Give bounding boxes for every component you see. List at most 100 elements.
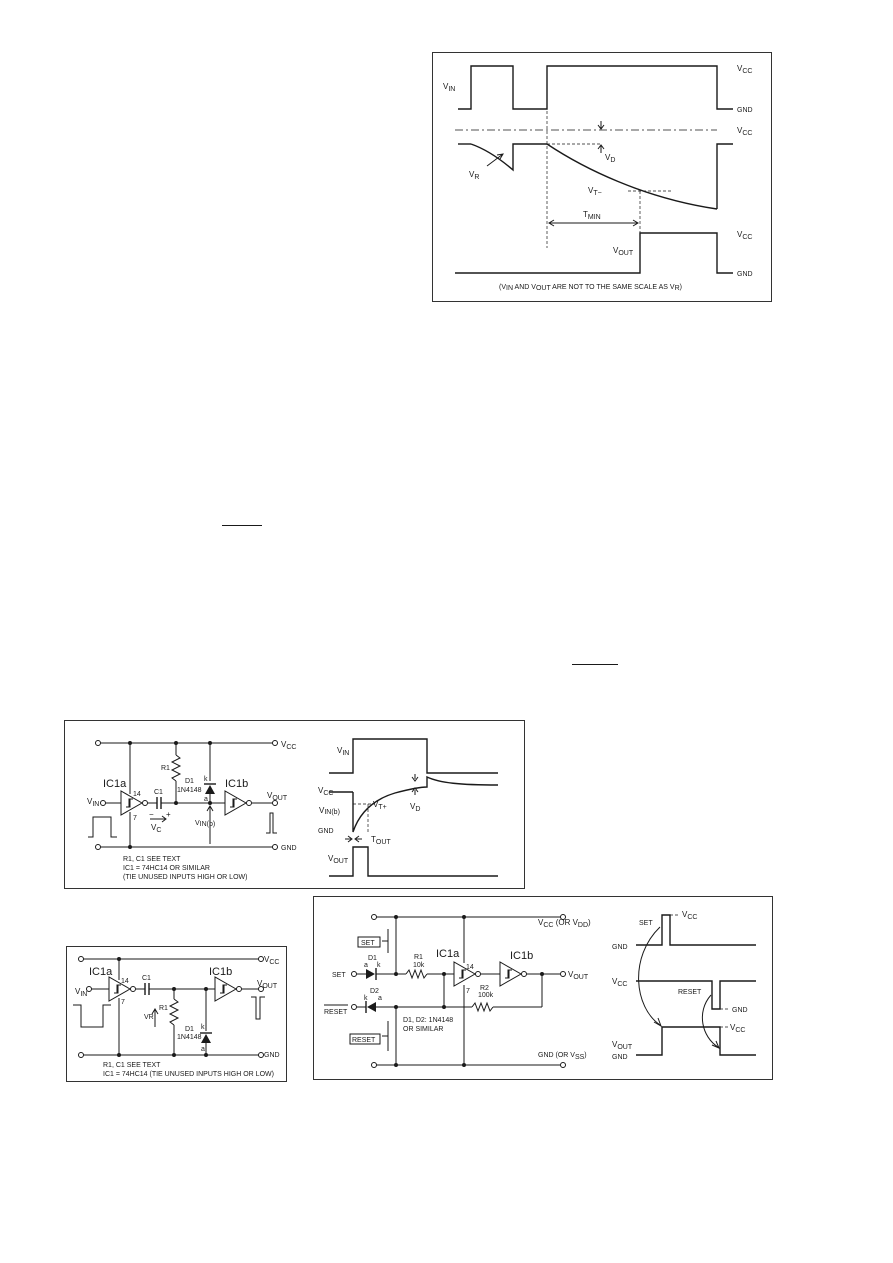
- svg-text:1N4148: 1N4148: [177, 787, 202, 794]
- svg-text:SET: SET: [332, 972, 346, 979]
- svg-text:TOUT: TOUT: [371, 835, 391, 846]
- svg-text:R1: R1: [159, 1005, 168, 1012]
- ic1b-gate: [224, 790, 248, 816]
- svg-text:7: 7: [466, 988, 470, 995]
- svg-text:RESET: RESET: [678, 989, 702, 996]
- reset-button-label: RESET: [352, 1037, 376, 1044]
- svg-text:VC: VC: [151, 823, 161, 834]
- svg-text:R1, C1 SEE TEXT: R1, C1 SEE TEXT: [103, 1062, 161, 1069]
- svg-text:a: a: [364, 962, 368, 969]
- svg-text:GND: GND: [612, 1054, 628, 1061]
- svg-text:VIN: VIN: [75, 987, 87, 998]
- mid-vin-waveform: [329, 738, 498, 774]
- svg-text:a: a: [201, 1046, 205, 1053]
- svg-text:VOUT: VOUT: [267, 791, 288, 802]
- svg-text:14: 14: [466, 964, 474, 971]
- svg-text:7: 7: [133, 815, 137, 822]
- svg-text:R1: R1: [161, 765, 170, 772]
- svg-text:VT−: VT−: [588, 186, 602, 197]
- vr-decay-curve: [546, 143, 718, 210]
- svg-text:D1: D1: [185, 1026, 194, 1033]
- svg-text:k: k: [364, 995, 368, 1002]
- svg-text:1N4148: 1N4148: [177, 1034, 202, 1041]
- svg-text:VIN: VIN: [443, 82, 455, 93]
- timing-diagram: VCC GND VCC VCC GND VIN VR VD VT− TMIN V…: [443, 64, 753, 292]
- svg-text:(VIN AND VOUT ARE NOT TO THE S: (VIN AND VOUT ARE NOT TO THE SAME SCALE …: [499, 284, 682, 292]
- svg-text:VCC: VCC: [737, 64, 752, 75]
- svg-text:IC1a: IC1a: [89, 966, 113, 978]
- negative-pulse-circuit: VCC GND IC1a 14 7 VIN C1 R1 VR D1 1N4148…: [73, 955, 280, 1078]
- overline-rule-2: [572, 664, 618, 665]
- svg-text:OR SIMILAR: OR SIMILAR: [403, 1026, 443, 1033]
- svg-text:k: k: [377, 962, 381, 969]
- svg-text:VCC: VCC: [318, 786, 333, 797]
- svg-text:D2: D2: [370, 988, 379, 995]
- br-d1-diode: [366, 969, 375, 979]
- br-vout-waveform: [636, 1026, 756, 1056]
- svg-text:GND: GND: [264, 1052, 280, 1059]
- svg-text:TMIN: TMIN: [583, 210, 601, 221]
- svg-text:a: a: [378, 995, 382, 1002]
- svg-text:−: −: [149, 810, 154, 819]
- svg-text:R1: R1: [414, 954, 423, 961]
- pulse-detector-circuit: VCC GND IC1a 14 7 VIN C1 − + VC R1 D1 1N…: [87, 738, 499, 881]
- svg-text:C1: C1: [154, 789, 163, 796]
- svg-text:IC1b: IC1b: [225, 778, 248, 790]
- svg-text:C1: C1: [142, 975, 151, 982]
- svg-text:D1: D1: [185, 778, 194, 785]
- svg-text:VOUT: VOUT: [328, 854, 349, 865]
- svg-text:VT+: VT+: [373, 800, 387, 811]
- svg-text:14: 14: [133, 791, 141, 798]
- br-reset-waveform: [636, 980, 756, 1010]
- bl-d1-diode: [201, 1034, 211, 1043]
- overline-rule-1: [222, 525, 262, 526]
- negative-pulse-panel: VCC GND IC1a 14 7 VIN C1 R1 VR D1 1N4148…: [66, 946, 287, 1082]
- svg-text:VCC: VCC: [730, 1023, 745, 1034]
- br-set-waveform: [636, 914, 756, 946]
- set-reset-circuit: VCC (OR VDD) GND (OR VSS) SET SET D1 a k…: [324, 910, 756, 1068]
- svg-text:VD: VD: [410, 802, 420, 813]
- bl-r1-resistor: [168, 998, 180, 1026]
- svg-text:GND: GND: [281, 845, 297, 852]
- set-to-vout-arrow: [638, 926, 661, 1026]
- svg-text:GND: GND: [737, 271, 753, 278]
- svg-text:GND: GND: [732, 1007, 748, 1014]
- mid-vinb-waveform: [352, 775, 499, 833]
- set-reset-panel: VCC (OR VDD) GND (OR VSS) SET SET D1 a k…: [313, 896, 773, 1080]
- svg-text:IC1 = 74HC14 OR SIMILAR: IC1 = 74HC14 OR SIMILAR: [123, 865, 210, 872]
- svg-text:VCC: VCC: [281, 740, 296, 751]
- svg-text:+: +: [166, 810, 171, 819]
- svg-text:GND: GND: [737, 107, 753, 114]
- svg-text:GND: GND: [318, 828, 334, 835]
- svg-text:14: 14: [121, 978, 129, 985]
- svg-text:10k: 10k: [413, 962, 425, 969]
- svg-text:D1, D2: 1N4148: D1, D2: 1N4148: [403, 1017, 453, 1024]
- pulse-detector-panel: VCC GND IC1a 14 7 VIN C1 − + VC R1 D1 1N…: [64, 720, 525, 889]
- set-button-label: SET: [361, 940, 375, 947]
- vin-waveform: [458, 65, 733, 110]
- timing-diagram-panel: VCC GND VCC VCC GND VIN VR VD VT− TMIN V…: [432, 52, 772, 302]
- br-r2-resistor: [471, 1001, 494, 1013]
- mid-vout-waveform: [329, 846, 498, 877]
- svg-text:VIN: VIN: [87, 797, 99, 808]
- svg-text:IC1b: IC1b: [209, 966, 232, 978]
- svg-text:R1, C1 SEE TEXT: R1, C1 SEE TEXT: [123, 856, 181, 863]
- svg-text:RESET: RESET: [324, 1009, 348, 1016]
- svg-text:GND (OR VSS): GND (OR VSS): [538, 1052, 587, 1061]
- br-ic1a-gate: [453, 961, 477, 987]
- svg-text:VIN(b): VIN(b): [319, 806, 340, 816]
- svg-text:k: k: [204, 776, 208, 783]
- vout-waveform: [455, 232, 733, 274]
- br-d2-diode: [367, 1002, 376, 1012]
- svg-text:VR: VR: [144, 1014, 154, 1021]
- svg-text:IC1 = 74HC14 (TIE UNUSED INPUT: IC1 = 74HC14 (TIE UNUSED INPUTS HIGH OR …: [103, 1071, 274, 1078]
- svg-text:VOUT: VOUT: [568, 970, 589, 981]
- svg-text:VIN(b): VIN(b): [195, 820, 215, 828]
- br-ic1b-gate: [499, 961, 523, 987]
- svg-text:VIN: VIN: [337, 746, 349, 757]
- svg-text:VCC: VCC: [682, 910, 697, 921]
- d1-diode: [205, 785, 215, 794]
- svg-text:IC1b: IC1b: [510, 950, 533, 962]
- svg-text:SET: SET: [639, 920, 653, 927]
- svg-text:VOUT: VOUT: [612, 1040, 633, 1051]
